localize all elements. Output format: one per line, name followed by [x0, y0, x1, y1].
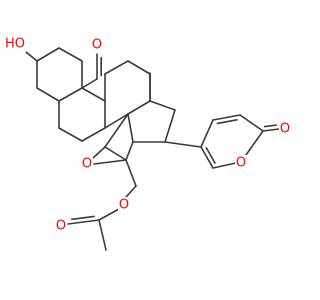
- lactone-ring-oxygen: O: [235, 155, 247, 171]
- acetyl-carbonyl-oxygen-label: O: [56, 219, 66, 234]
- ester-oxygen: O: [118, 197, 130, 213]
- ring-c-bond: [104, 60, 129, 75]
- lactone-carbonyl-oxygen: O: [279, 121, 291, 137]
- epoxide-bond: [104, 113, 129, 148]
- ring-d-bond: [127, 113, 134, 143]
- hydroxyl-label: HO: [5, 37, 25, 52]
- ring-c-bond: [127, 60, 151, 75]
- ester-bond: [98, 208, 120, 221]
- lactone-carbonyl-oxygen-label: O: [280, 122, 290, 137]
- epoxide-bond: [104, 146, 127, 161]
- lactone-carbonyl-double-bond: [262, 128, 280, 132]
- ring-a-bond: [36, 87, 60, 102]
- ring-a-bond: [58, 47, 83, 62]
- lactone-ring-bond: [245, 130, 264, 156]
- aldehyde-oxygen-label: O: [92, 38, 102, 53]
- ring-b-bond: [81, 87, 106, 102]
- lactone-ring-bond: [200, 119, 214, 148]
- lactone-double-bond: [212, 114, 241, 121]
- epoxide-bond: [93, 159, 127, 165]
- epoxide-oxygen-label: O: [82, 157, 92, 172]
- lactone-ring-bond: [239, 114, 264, 132]
- molecule-structure-diagram: HO O O O O O O: [4, 36, 291, 251]
- epoxide-oxygen: O: [81, 156, 93, 172]
- lactone-double-bond-second: [205, 147, 216, 164]
- acetyl-double-bond: [67, 219, 100, 225]
- atom-labels: HO O O O O O O: [4, 36, 291, 234]
- ring-d-bond: [164, 109, 176, 143]
- epoxide-bond: [125, 141, 134, 161]
- epoxide-bond: [92, 146, 106, 159]
- lactone-double-bond: [200, 146, 214, 169]
- lactone-link-bond: [164, 141, 202, 148]
- lactone-double-bond-second: [216, 119, 238, 125]
- bond-lines: [25, 47, 280, 251]
- aldehyde-oxygen: O: [91, 37, 103, 53]
- lactone-ring-oxygen-label: O: [236, 156, 246, 171]
- aldehyde-bond: [81, 78, 98, 89]
- ring-d-bond: [149, 100, 176, 111]
- lactone-ring-bond: [212, 162, 237, 169]
- hydroxyl-group: HO: [4, 36, 26, 52]
- ring-a-bond: [58, 87, 83, 102]
- lactone-carbonyl-double-bond-second: [263, 124, 278, 128]
- ring-c-bond: [127, 100, 151, 115]
- hydroxyl-bond: [25, 51, 38, 62]
- ester-bond: [125, 185, 137, 198]
- acetyl-carbonyl-oxygen: O: [55, 218, 67, 234]
- ring-b-bond: [81, 127, 106, 142]
- ring-a-bond: [36, 47, 60, 62]
- acetyl-double-bond-second: [71, 215, 95, 221]
- ring-c-bond: [104, 113, 129, 129]
- acetyl-methyl-bond: [98, 219, 107, 251]
- ester-oxygen-label: O: [119, 198, 129, 213]
- ring-b-bond: [58, 127, 83, 142]
- ester-bond: [125, 159, 137, 187]
